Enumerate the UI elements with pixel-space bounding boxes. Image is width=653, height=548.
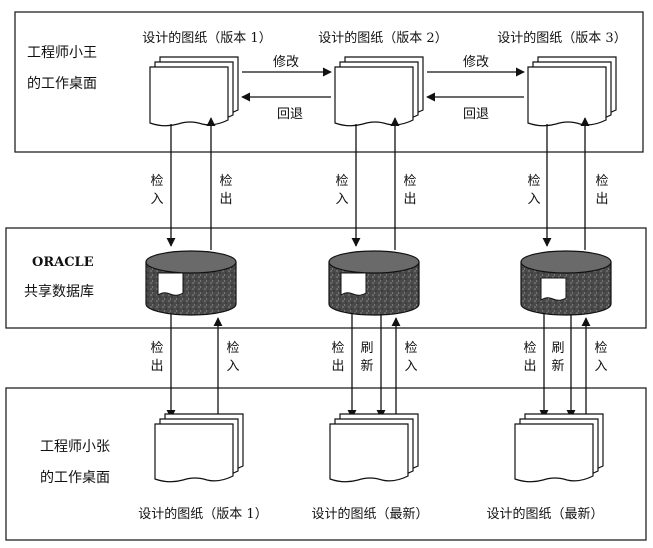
bottom-checkout-label-1b: 出 [150,359,163,374]
top-doc-title-3: 设计的图纸（版本 3） [497,30,626,46]
bottom-panel-label-line2: 的工作桌面 [40,470,110,486]
database-cylinder-2 [328,250,420,316]
bottom-document-stack-2 [329,413,419,483]
rollback-label-1: 回退 [277,107,303,122]
top-checkin-label-1b: 入 [150,192,163,207]
top-checkout-label-1b: 出 [219,192,232,207]
top-panel [14,11,644,153]
bottom-checkin-label-3a: 检 [594,341,607,356]
bottom-checkout-label-3b: 出 [523,359,536,374]
top-checkout-label-3b: 出 [595,192,608,207]
bottom-doc-title-3: 设计的图纸（最新） [486,506,603,522]
top-document-stack-1 [149,56,239,127]
bottom-panel-label-line1: 工程师小张 [40,439,110,455]
bottom-checkin-label-1a: 检 [226,341,239,356]
top-checkin-label-2a: 检 [335,174,348,189]
top-checkin-label-2b: 入 [335,192,348,207]
database-3-document [540,277,567,301]
top-checkout-label-2b: 出 [403,192,416,207]
top-doc-title-1: 设计的图纸（版本 1） [142,30,271,46]
bottom-refresh-label-2a: 刷 [360,341,373,356]
bottom-checkin-label-2b: 入 [404,359,417,374]
bottom-document-stack-3 [514,413,604,483]
top-checkin-label-1a: 检 [150,174,163,189]
bottom-checkout-label-2b: 出 [331,359,344,374]
top-doc-title-2: 设计的图纸（版本 2） [318,30,447,46]
top-document-stack-2 [334,56,424,127]
database-2-document [340,272,367,296]
top-checkout-label-1a: 检 [219,174,232,189]
database-cylinder-1 [145,250,237,316]
top-document-stack-3 [527,56,617,127]
bottom-panel [5,387,647,541]
bottom-checkin-label-3b: 入 [594,359,607,374]
bottom-checkout-label-3a: 检 [523,341,536,356]
bottom-refresh-label-3a: 刷 [551,341,564,356]
bottom-checkout-label-2a: 检 [331,341,344,356]
bottom-refresh-label-3b: 新 [551,358,564,374]
top-checkin-label-3b: 入 [527,192,540,207]
modify-label-1: 修改 [273,55,299,70]
bottom-checkin-label-2a: 检 [404,341,417,356]
top-checkin-label-3a: 检 [527,174,540,189]
database-1-document [157,272,184,296]
bottom-checkout-label-1a: 检 [150,341,163,356]
bottom-refresh-label-2b: 新 [360,358,373,374]
middle-panel [5,227,647,329]
bottom-doc-title-1: 设计的图纸（版本 1） [138,506,267,522]
bottom-checkin-label-1b: 入 [226,359,239,374]
database-label-line1: ORACLE [32,255,94,270]
database-label-line2: 共享数据库 [24,283,94,300]
top-checkout-label-3a: 检 [595,174,608,189]
top-checkout-label-2a: 检 [403,174,416,189]
rollback-label-2: 回退 [463,107,489,122]
database-cylinder-3 [520,250,612,316]
bottom-document-stack-1 [154,413,244,483]
bottom-doc-title-2: 设计的图纸（最新） [311,506,428,522]
top-panel-label-line2: 的工作桌面 [27,76,97,92]
modify-label-2: 修改 [463,55,489,70]
top-panel-label-line1: 工程师小王 [27,45,97,61]
